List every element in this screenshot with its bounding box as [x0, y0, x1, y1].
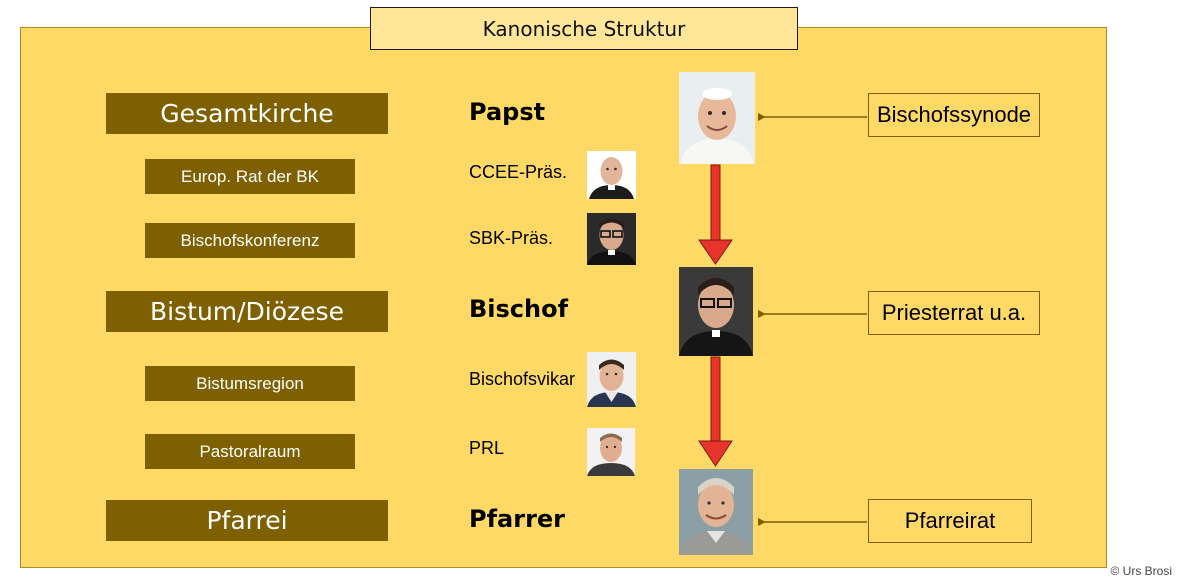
portrait-ccee	[587, 151, 636, 199]
copyright-note: © Urs Brosi	[1110, 564, 1172, 578]
council-priesterrat: Priesterrat u.a.	[868, 291, 1040, 335]
portrait-bischofsvikar	[587, 352, 636, 407]
council-bischofssynode: Bischofssynode	[868, 93, 1040, 137]
portrait-prl	[587, 428, 635, 476]
portrait-papst	[679, 72, 755, 164]
council-pfarreirat: Pfarreirat	[868, 499, 1032, 543]
arrow-bischof-to-pfarrer	[699, 357, 732, 466]
portrait-sbk	[587, 213, 636, 265]
portrait-pfarrer	[679, 469, 753, 555]
arrow-papst-to-bischof	[699, 165, 732, 264]
portrait-bischof	[679, 267, 753, 356]
